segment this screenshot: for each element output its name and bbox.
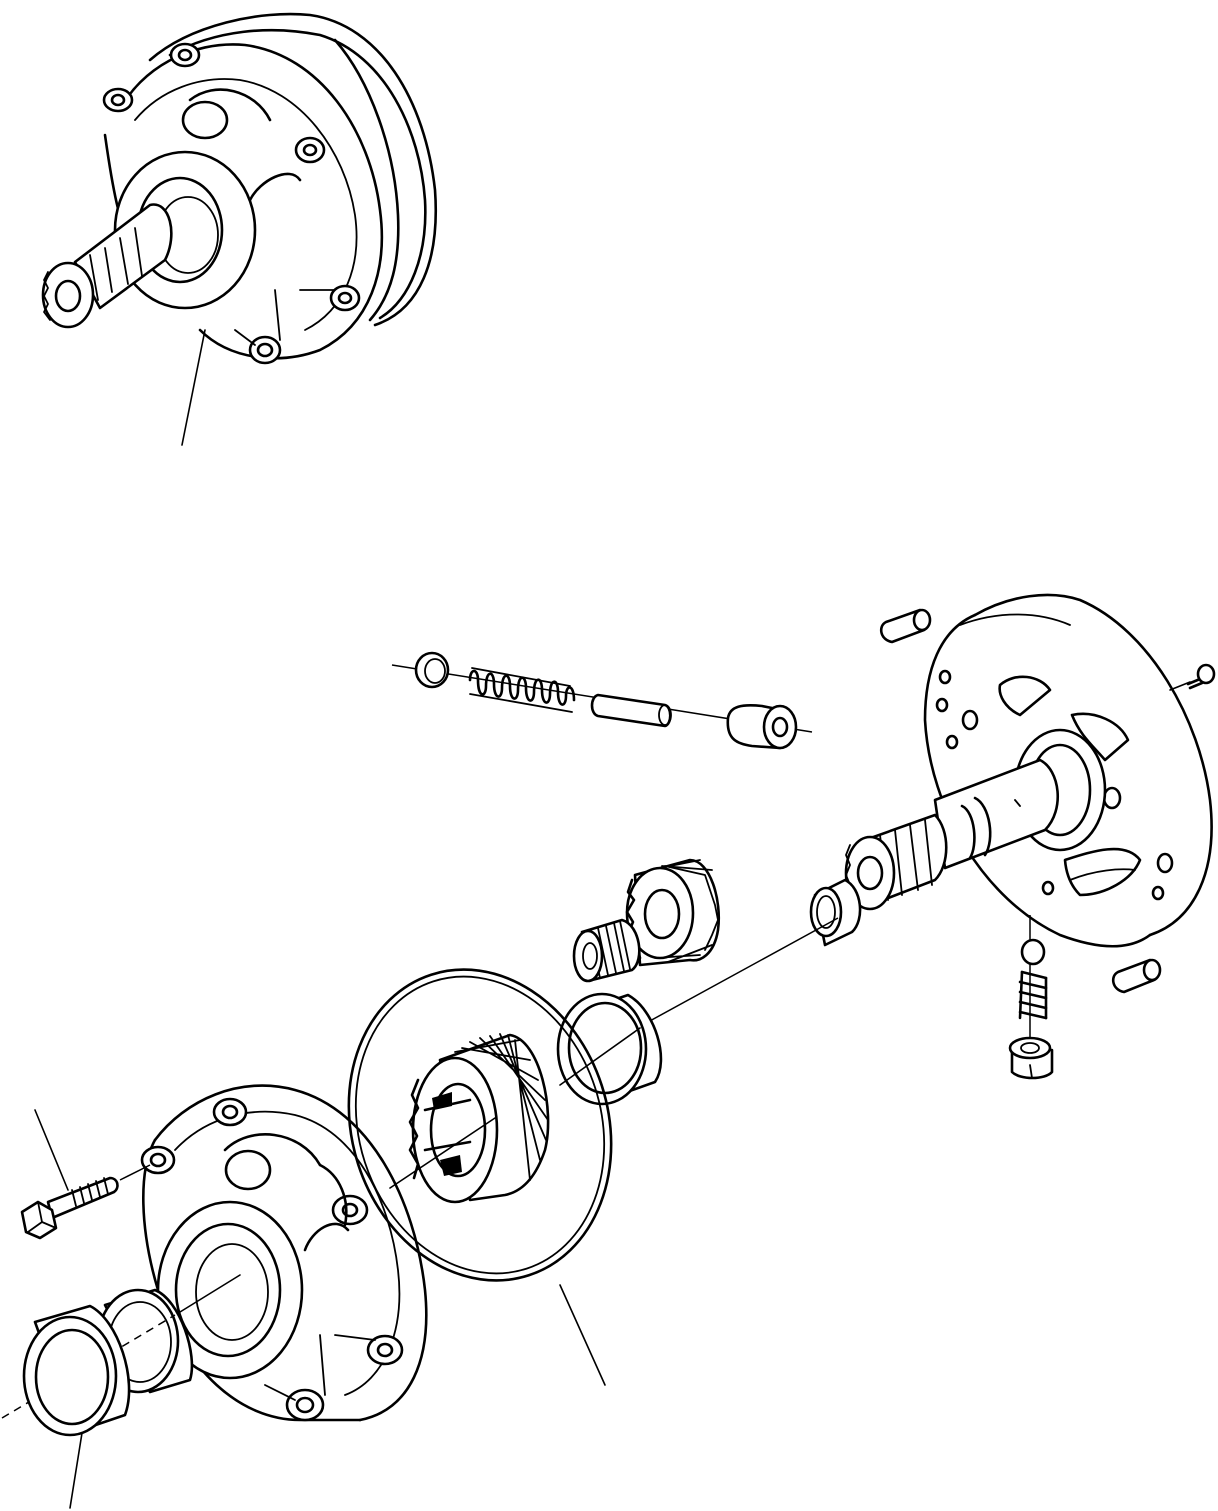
pump-body-with-shaft: [846, 595, 1212, 946]
dowel-pin: [881, 610, 930, 642]
snap-ring: [811, 880, 860, 945]
oil-seal: [2, 1306, 175, 1508]
drive-gear: [390, 1034, 548, 1202]
bolt: [22, 1110, 150, 1238]
screw: [1170, 665, 1214, 690]
check-valve-group: [1010, 915, 1052, 1078]
driven-gear: [627, 860, 719, 965]
pump-assembly: [43, 14, 436, 445]
o-ring: [309, 935, 650, 1385]
pump-cover: [142, 1086, 426, 1420]
needle-bearing: [574, 920, 639, 981]
relief-valve-group: [392, 653, 812, 748]
bushing: [558, 918, 838, 1104]
dowel-pin: [1113, 960, 1160, 992]
